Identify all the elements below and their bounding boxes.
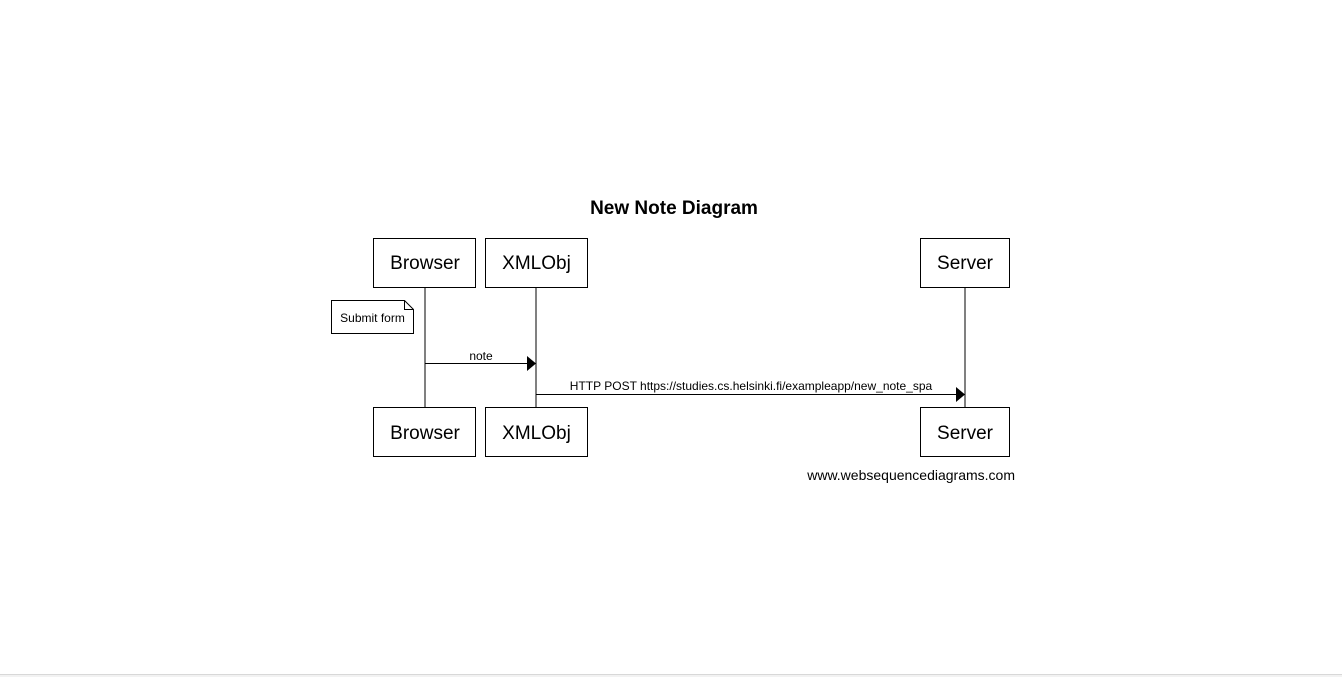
bottom-divider	[0, 674, 1342, 677]
participant-xmlobj-top: XMLObj	[485, 238, 588, 288]
arrowhead	[527, 356, 536, 371]
participant-label: Server	[937, 423, 994, 444]
participant-label: Browser	[390, 253, 460, 274]
participant-label: Server	[937, 253, 994, 274]
message-label: HTTP POST https://studies.cs.helsinki.fi…	[570, 379, 933, 393]
arrowhead	[956, 387, 965, 402]
message-note: note	[425, 349, 536, 371]
note-text: Submit form	[340, 311, 405, 325]
participant-label: XMLObj	[502, 423, 571, 444]
diagram-title: New Note Diagram	[590, 198, 758, 219]
message-http-post: HTTP POST https://studies.cs.helsinki.fi…	[536, 379, 965, 402]
note-submit-form: Submit form	[331, 300, 414, 334]
participant-browser-top: Browser	[373, 238, 476, 288]
participant-browser-bottom: Browser	[373, 407, 476, 457]
participant-label: Browser	[390, 423, 460, 444]
watermark-link[interactable]: www.websequencediagrams.com	[806, 467, 1015, 483]
participant-label: XMLObj	[502, 253, 571, 274]
participant-server-bottom: Server	[920, 407, 1010, 457]
message-label: note	[469, 349, 493, 363]
participant-xmlobj-bottom: XMLObj	[485, 407, 588, 457]
participant-server-top: Server	[920, 238, 1010, 288]
